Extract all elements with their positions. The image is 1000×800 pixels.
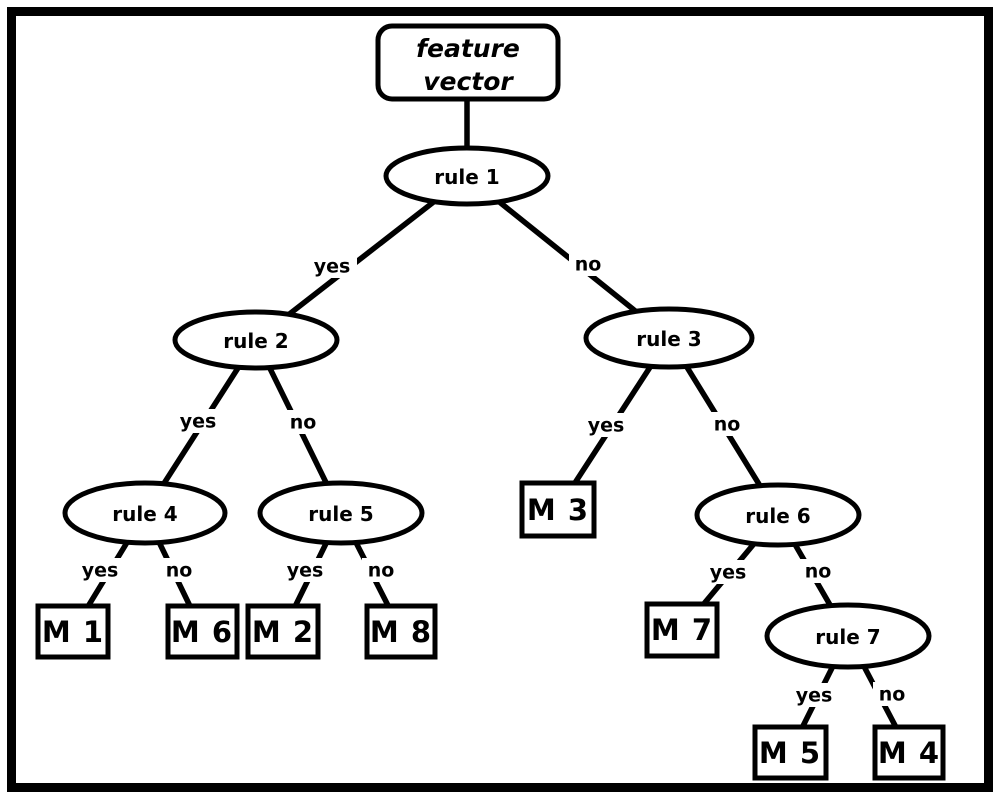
edge-label-yes: yes xyxy=(307,254,357,278)
node-m-7: M 7 xyxy=(644,601,720,659)
svg-text:yes: yes xyxy=(314,256,351,278)
svg-text:yes: yes xyxy=(588,415,625,437)
edge-label-yes: yes xyxy=(581,413,631,437)
edge-label-no: no xyxy=(160,558,198,582)
edge-label-no: no xyxy=(362,558,400,582)
svg-text:yes: yes xyxy=(82,560,119,582)
svg-text:no: no xyxy=(368,560,395,582)
node-m-6: M 6 xyxy=(165,603,240,660)
edge-label-no: no xyxy=(569,252,607,276)
svg-text:no: no xyxy=(575,254,602,276)
edge-label-no: no xyxy=(708,412,746,436)
edge-label-yes: yes xyxy=(75,558,125,582)
node-m-1: M 1 xyxy=(35,603,111,660)
node-rule-5: rule 5 xyxy=(257,480,425,546)
svg-text:no: no xyxy=(290,412,317,434)
svg-text:yes: yes xyxy=(180,411,217,433)
svg-text:yes: yes xyxy=(287,560,324,582)
svg-text:no: no xyxy=(805,561,832,583)
node-m-8: M 8 xyxy=(364,603,438,660)
svg-text:rule 5: rule 5 xyxy=(308,502,373,526)
svg-text:rule 7: rule 7 xyxy=(815,625,880,649)
svg-text:rule 6: rule 6 xyxy=(745,504,810,528)
node-rule-2: rule 2 xyxy=(172,309,340,371)
svg-text:M 3: M 3 xyxy=(527,493,589,527)
svg-text:M 6: M 6 xyxy=(171,615,233,649)
node-feature-vector: feature vector xyxy=(375,23,561,102)
node-rule-1: rule 1 xyxy=(383,145,551,207)
node-rule-3: rule 3 xyxy=(583,306,755,370)
node-m-2: M 2 xyxy=(245,603,321,660)
svg-text:M 5: M 5 xyxy=(759,736,821,770)
edge-label-yes: yes xyxy=(703,560,753,584)
svg-text:M 2: M 2 xyxy=(252,615,314,649)
edge-label-no: no xyxy=(284,410,322,434)
root-label-line2: vector xyxy=(423,67,514,96)
node-m-5: M 5 xyxy=(752,724,829,781)
edge-label-yes: yes xyxy=(280,558,330,582)
svg-text:rule 4: rule 4 xyxy=(112,502,177,526)
svg-text:M 7: M 7 xyxy=(651,613,713,647)
node-rule-6: rule 6 xyxy=(694,482,862,548)
root-label-line1: feature xyxy=(416,34,520,63)
edge-label-no: no xyxy=(873,682,911,706)
svg-text:M 4: M 4 xyxy=(878,736,940,770)
node-rule-7: rule 7 xyxy=(764,602,932,670)
svg-text:rule 2: rule 2 xyxy=(223,329,288,353)
svg-text:M 8: M 8 xyxy=(370,615,432,649)
node-rule-4: rule 4 xyxy=(62,480,228,546)
svg-text:yes: yes xyxy=(796,685,833,707)
svg-text:no: no xyxy=(714,414,741,436)
svg-text:M 1: M 1 xyxy=(42,615,104,649)
svg-text:no: no xyxy=(166,560,193,582)
svg-text:rule 3: rule 3 xyxy=(636,327,701,351)
node-m-3: M 3 xyxy=(519,480,597,539)
edge-label-no: no xyxy=(799,559,837,583)
root-box xyxy=(375,23,561,102)
svg-text:no: no xyxy=(879,684,906,706)
svg-text:yes: yes xyxy=(710,562,747,584)
edge-label-yes: yes xyxy=(789,683,839,707)
node-m-4: M 4 xyxy=(872,724,946,781)
svg-text:rule 1: rule 1 xyxy=(434,165,499,189)
edge-labels-layer: yes no yes no yes no yes no xyxy=(75,252,911,707)
outer-border xyxy=(7,7,993,792)
edge-label-yes: yes xyxy=(173,409,223,433)
